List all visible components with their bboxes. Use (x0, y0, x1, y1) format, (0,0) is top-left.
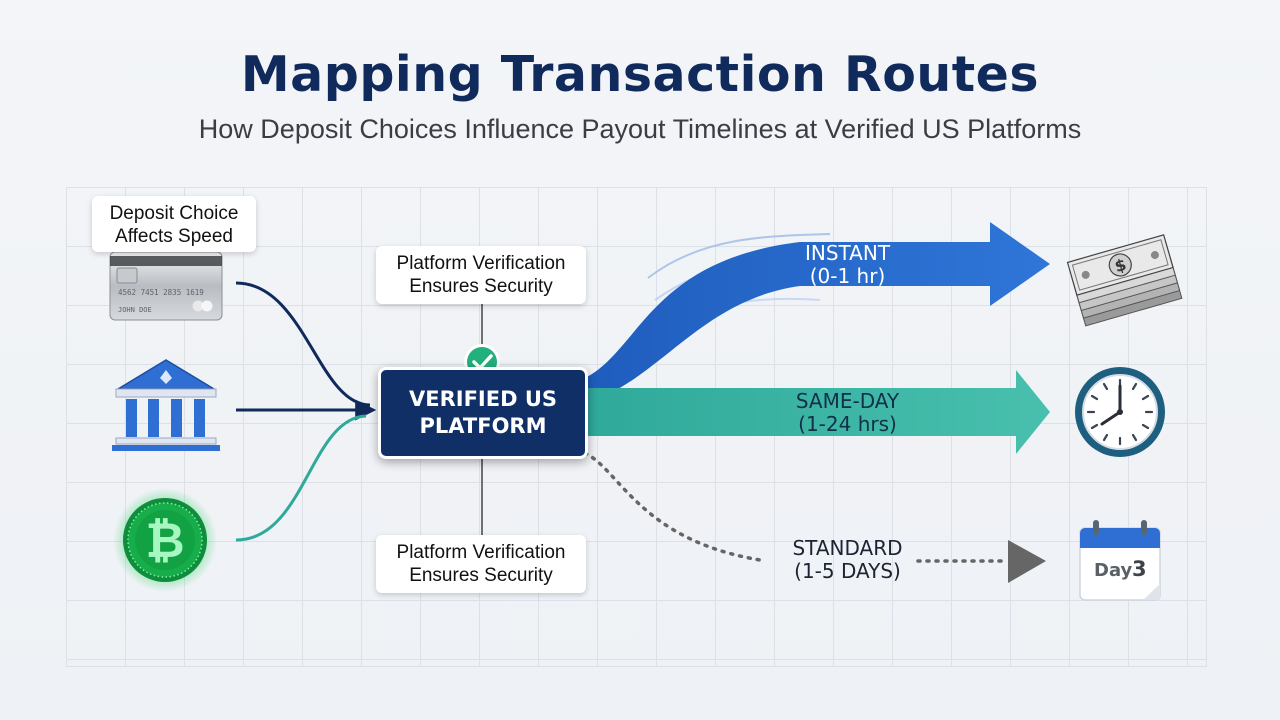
route-label-instant: INSTANT (0-1 hr) (770, 242, 925, 288)
page-subtitle: How Deposit Choices Influence Payout Tim… (198, 114, 1082, 144)
calendar-icon: Day 3 (1079, 520, 1161, 601)
route-arrow-same-day (585, 370, 1050, 454)
route-label-same-day: SAME-DAY (1-24 hrs) (770, 390, 925, 436)
callout-line: Ensures Security (409, 276, 553, 297)
cash-stack-icon: $ (1066, 234, 1183, 327)
hub-line-1: VERIFIED US (408, 387, 557, 411)
verification-callout-top: Platform Verification Ensures Security (376, 246, 586, 304)
svg-text:4562 7451 2835 1619: 4562 7451 2835 1619 (118, 288, 204, 297)
route-speed: SAME-DAY (795, 389, 900, 413)
svg-text:Day: Day (1094, 560, 1133, 581)
bitcoin-icon: ₿ (113, 488, 217, 592)
svg-text:JOHN DOE: JOHN DOE (118, 306, 152, 314)
svg-text:3: 3 (1132, 557, 1147, 581)
verification-callout-bottom: Platform Verification Ensures Security (376, 535, 586, 593)
route-time: (1-24 hrs) (798, 412, 897, 436)
route-time: (1-5 DAYS) (794, 559, 901, 583)
credit-card-icon: 4562 7451 2835 1619 JOHN DOE (109, 251, 223, 321)
page-title: Mapping Transaction Routes (240, 46, 1040, 103)
clock-icon (1075, 367, 1165, 457)
svg-text:₿: ₿ (145, 513, 184, 569)
bank-icon (112, 359, 220, 451)
callout-line: Deposit Choice (109, 203, 239, 224)
route-time: (0-1 hr) (809, 264, 886, 288)
deposit-choice-callout: Deposit Choice Affects Speed (92, 196, 256, 252)
connector-crypto-to-hub (235, 414, 367, 542)
route-arrow-instant (585, 222, 1050, 402)
hub-line-2: PLATFORM (419, 414, 547, 438)
callout-line: Platform Verification (396, 253, 566, 274)
connector-card-to-hub (235, 281, 371, 407)
callout-line: Affects Speed (115, 226, 233, 247)
route-speed: INSTANT (804, 241, 891, 265)
route-speed: STANDARD (792, 536, 903, 560)
route-arrow-standard (583, 451, 1046, 583)
verified-platform-hub: VERIFIED US PLATFORM (378, 367, 588, 459)
callout-line: Platform Verification (396, 542, 566, 563)
route-label-standard: STANDARD (1-5 DAYS) (770, 537, 925, 583)
callout-line: Ensures Security (409, 565, 553, 586)
svg-text:$: $ (1112, 255, 1128, 276)
